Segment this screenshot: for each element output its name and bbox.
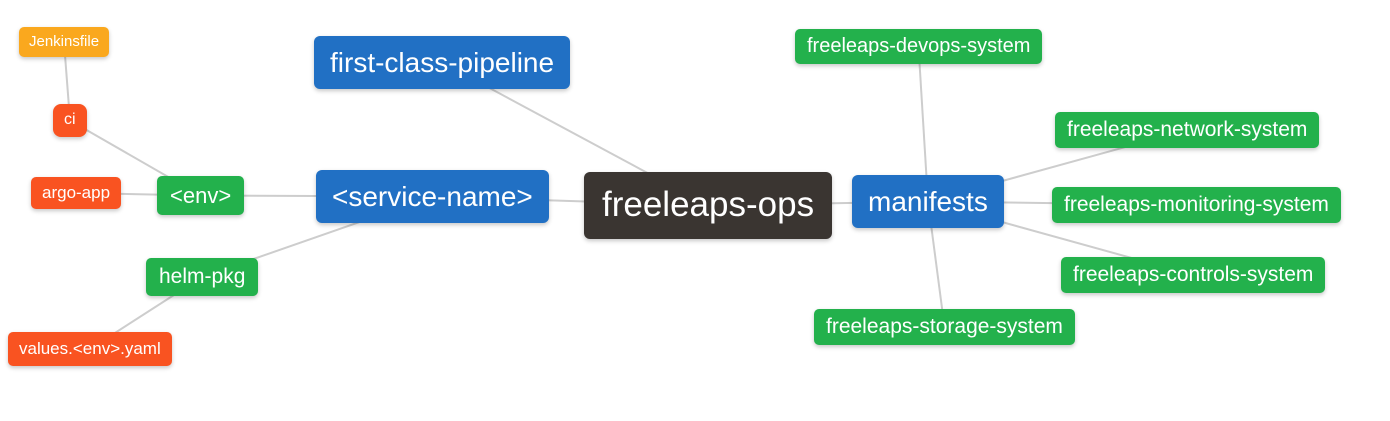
- node-ci[interactable]: ci: [53, 104, 87, 137]
- node-monitoring-system[interactable]: freeleaps-monitoring-system: [1052, 187, 1341, 224]
- node-argo-app[interactable]: argo-app: [31, 177, 122, 209]
- node-manifests[interactable]: manifests: [852, 175, 1004, 229]
- node-freeleaps-ops[interactable]: freeleaps-ops: [584, 172, 833, 239]
- node-storage-system[interactable]: freeleaps-storage-system: [814, 309, 1075, 346]
- node-first-class-pipeline[interactable]: first-class-pipeline: [314, 36, 571, 90]
- node-env[interactable]: <env>: [157, 176, 245, 216]
- node-service-name[interactable]: <service-name>: [316, 170, 549, 224]
- node-helm-pkg[interactable]: helm-pkg: [146, 258, 259, 297]
- node-jenkinsfile[interactable]: Jenkinsfile: [19, 27, 110, 57]
- node-controls-system[interactable]: freeleaps-controls-system: [1061, 257, 1326, 294]
- node-network-system[interactable]: freeleaps-network-system: [1055, 112, 1320, 149]
- node-values-env-yaml[interactable]: values.<env>.yaml: [8, 332, 172, 366]
- node-devops-system[interactable]: freeleaps-devops-system: [795, 29, 1043, 64]
